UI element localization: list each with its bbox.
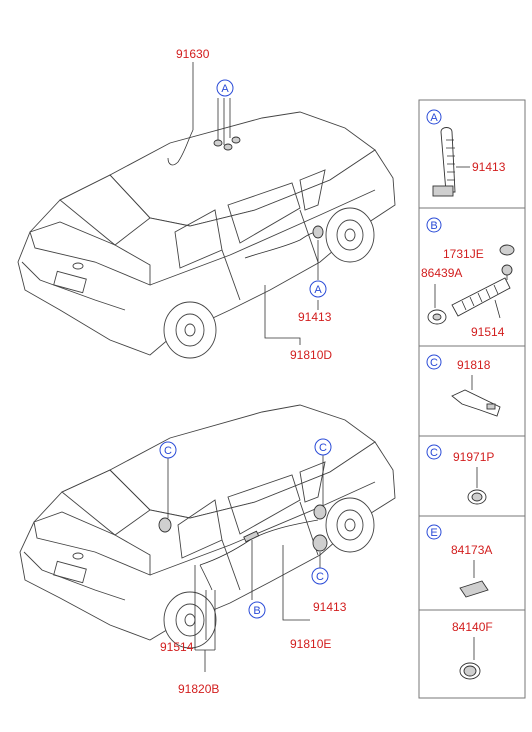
harness-e-leader: [282, 545, 310, 621]
label-91810e: 91810E: [290, 637, 331, 651]
panel-b-part-3: 91514: [471, 325, 505, 339]
label-91820b: 91820B: [178, 682, 219, 696]
harness-rear-leader: [194, 565, 216, 672]
panel-c2: C 91971P: [418, 435, 526, 517]
panel-a: A 91413: [418, 99, 526, 209]
grommet-hose-a: [440, 127, 456, 193]
callout-a-leader: [217, 98, 231, 145]
label-91413-top: 91413: [298, 310, 332, 324]
panel-b-letter: B: [430, 220, 437, 232]
callout-a-top: A: [221, 83, 229, 95]
callout-circle-a-door: [309, 280, 327, 298]
panel-c1-letter: C: [430, 357, 438, 369]
callout-circle-a-top: [216, 79, 234, 97]
label-91630: 91630: [176, 47, 210, 61]
callout-c-right: C: [319, 442, 327, 454]
panel-c1-part: 91818: [457, 358, 491, 372]
callout-circle-b: [248, 601, 266, 619]
bracket-91818: [451, 389, 501, 417]
panel-b-part-1: 1731JE: [443, 247, 484, 261]
panel-c1: C 91818: [418, 345, 526, 437]
panel-f-part: 84140F: [452, 620, 493, 634]
callout-c-bottom: C: [316, 571, 324, 583]
panel-a-part: 91413: [472, 160, 506, 174]
callout-circle-c-right: [314, 438, 332, 456]
panel-f: 84140F: [418, 609, 526, 699]
top-car-illustration: [17, 111, 396, 359]
label-91514-bottom: 91514: [160, 640, 194, 654]
panel-e-letter: E: [430, 527, 437, 539]
label-91413-bottom: 91413: [313, 600, 347, 614]
callout-c-left: C: [164, 445, 172, 457]
panel-b-part-2: 86439A: [421, 266, 462, 280]
panel-c2-letter: C: [430, 447, 438, 459]
panel-c2-part: 91971P: [453, 450, 494, 464]
panel-e-part: 84173A: [451, 543, 492, 557]
callout-b: B: [253, 605, 260, 617]
callout-circle-c-left: [159, 441, 177, 459]
callout-circle-c-bottom: [311, 567, 329, 585]
harness-leader: [264, 285, 301, 345]
callout-a-door: A: [314, 284, 322, 296]
label-91810d: 91810D: [290, 348, 332, 362]
pad-84173a: [459, 580, 489, 598]
bottom-car-illustration: [19, 404, 396, 649]
panel-b: B 1731JE 86439A 91514: [418, 207, 526, 347]
panel-a-letter: A: [430, 112, 438, 124]
plug-1731je: [499, 244, 515, 256]
panel-e: E 84173A: [418, 515, 526, 611]
